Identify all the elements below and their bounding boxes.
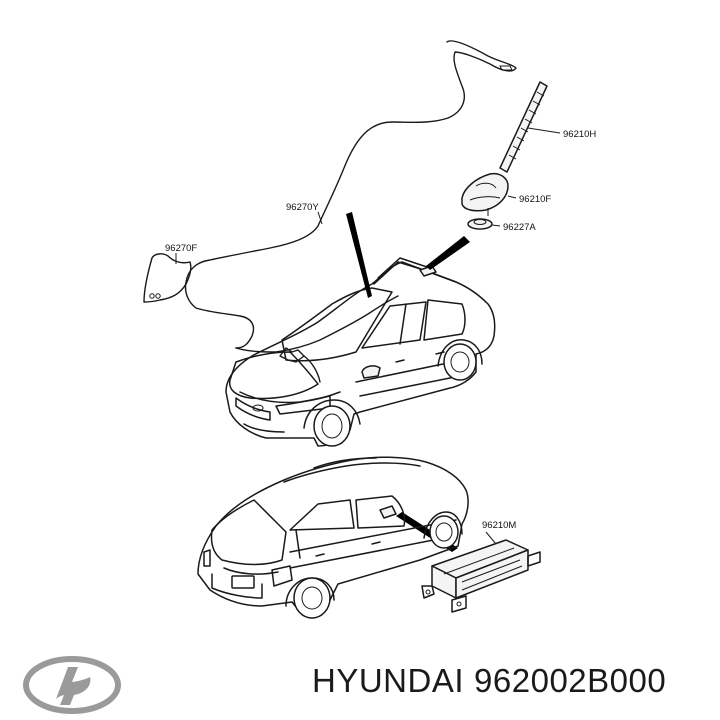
vehicle-front-view (225, 257, 496, 447)
callout-antenna-rod: 96210H (563, 129, 596, 140)
antenna-module (421, 531, 541, 613)
callout-module: 96210M (482, 520, 516, 531)
antenna-gasket (467, 218, 501, 230)
antenna-rod (499, 81, 561, 173)
leader-arrows (346, 212, 470, 552)
hyundai-logo-icon (23, 656, 121, 714)
callout-antenna-gasket: 96227A (503, 222, 536, 233)
antenna-cable-front (143, 253, 321, 383)
callout-cable-front: 96270F (165, 243, 197, 254)
callout-labels: 96210H 96210F 96227A 96270Y 96270F 96210… (165, 129, 596, 531)
callout-cable-main: 96270Y (286, 202, 319, 213)
part-number: 962002B000 (474, 662, 667, 699)
callout-antenna-base: 96210F (519, 194, 551, 205)
brand-name: HYUNDAI (312, 662, 465, 699)
antenna-base (461, 172, 517, 216)
vehicle-rear-view (197, 456, 469, 619)
antenna-cable-main (184, 40, 517, 353)
